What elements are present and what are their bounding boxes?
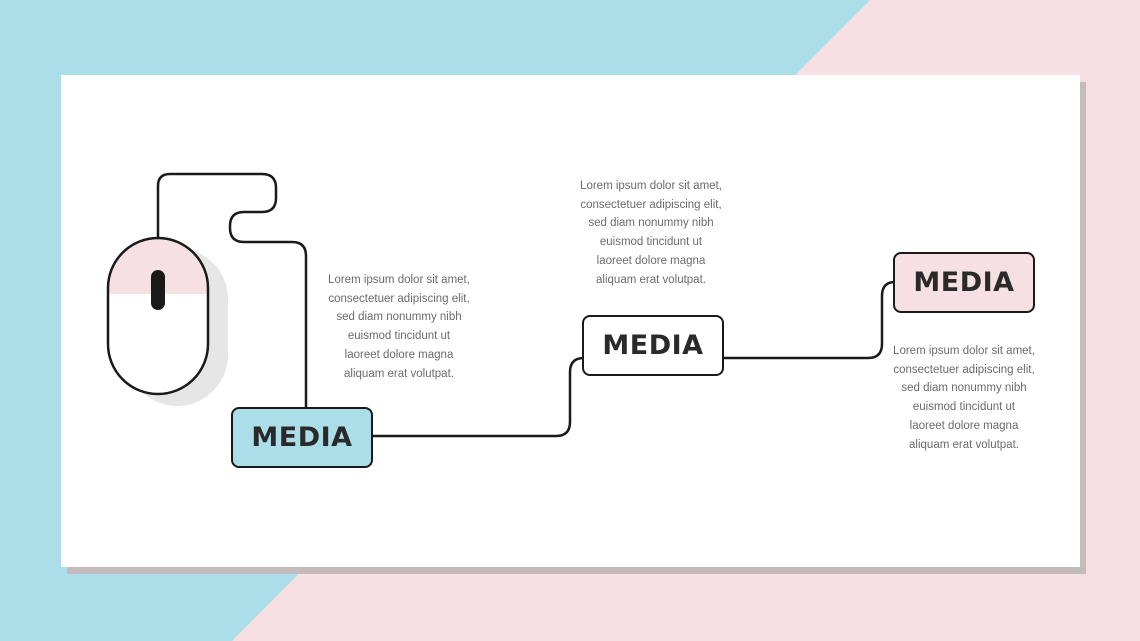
media-box-1: MEDIA [231, 407, 373, 468]
connector-line-2 [720, 280, 897, 360]
media-box-3: MEDIA [893, 252, 1035, 313]
slide-card [61, 75, 1080, 567]
description-2-line-1: Lorem ipsum dolor sit amet, [580, 180, 722, 192]
description-1-line-3: sed diam nonummy nibh [336, 311, 462, 324]
description-1-line-4: euismod tincidunt ut [347, 330, 451, 343]
description-3-line-1: Lorem ipsum dolor sit amet, [893, 345, 1035, 357]
mouse-cable [156, 172, 308, 410]
description-2-line-5: laoreet dolore magna [596, 254, 706, 267]
description-2-line-2: consectetuer adipiscing elit, [580, 198, 722, 211]
description-3: Lorem ipsum dolor sit amet, consectetuer… [869, 342, 1059, 454]
description-1-line-6: aliquam erat volutpat. [344, 367, 454, 380]
description-1-line-2: consectetuer adipiscing elit, [328, 292, 470, 305]
description-1-line-5: laoreet dolore magna [344, 348, 454, 361]
media-box-2-label: MEDIA [602, 330, 704, 361]
description-3-line-6: aliquam erat volutpat. [909, 438, 1019, 451]
description-2: Lorem ipsum dolor sit amet, consectetuer… [556, 177, 746, 289]
connector-line-1 [370, 356, 586, 438]
computer-mouse-icon [106, 236, 228, 406]
description-3-line-5: laoreet dolore magna [909, 419, 1019, 432]
description-3-line-4: euismod tincidunt ut [912, 401, 1016, 414]
description-2-line-6: aliquam erat volutpat. [596, 273, 706, 286]
media-box-2: MEDIA [582, 315, 724, 376]
media-box-3-label: MEDIA [913, 267, 1015, 298]
description-2-line-4: euismod tincidunt ut [599, 236, 703, 249]
description-1: Lorem ipsum dolor sit amet, consectetuer… [304, 271, 494, 383]
description-3-line-3: sed diam nonummy nibh [901, 382, 1027, 395]
description-3-line-2: consectetuer adipiscing elit, [893, 363, 1035, 376]
media-box-1-label: MEDIA [251, 422, 353, 453]
description-1-line-1: Lorem ipsum dolor sit amet, [328, 274, 470, 286]
mouse-scroll-wheel [151, 270, 165, 310]
description-2-line-3: sed diam nonummy nibh [588, 217, 714, 230]
